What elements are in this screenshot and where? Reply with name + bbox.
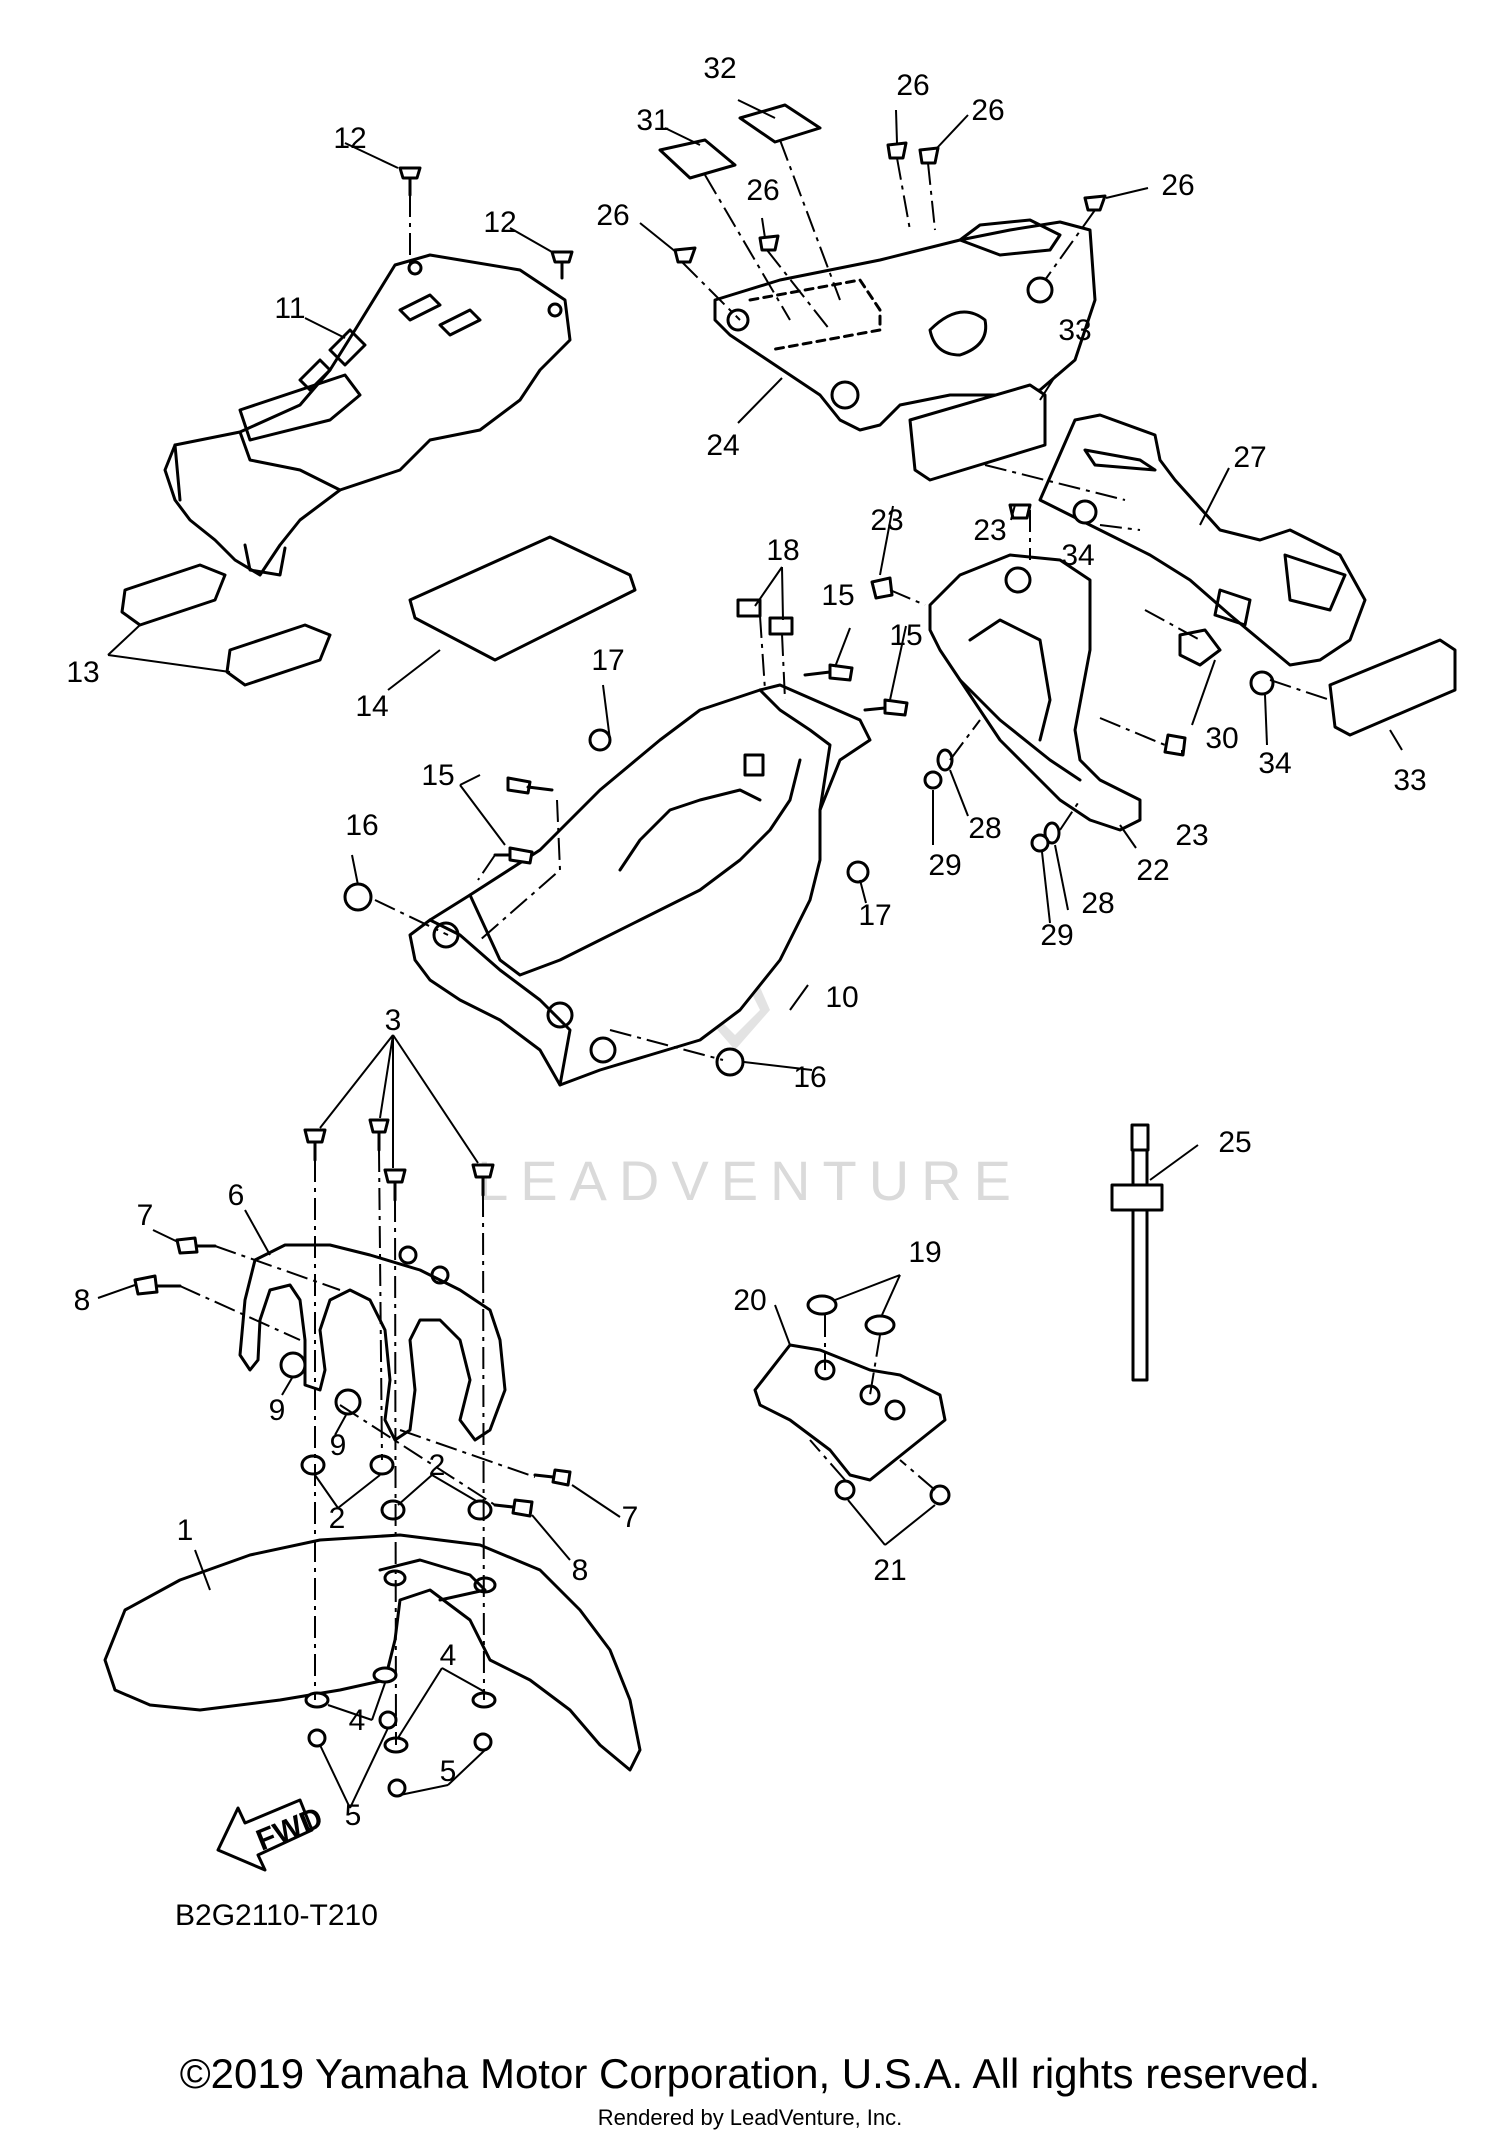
callout-14: 14 [355,690,388,723]
part-9-nuts[interactable] [279,1351,362,1416]
callout-9: 9 [269,1394,286,1427]
part-16-nuts[interactable] [343,882,745,1077]
part-11-seat-base[interactable] [163,253,572,577]
fwd-arrow-icon: FWD [216,1798,327,1872]
callout-12: 12 [483,206,516,239]
part-3-bolts[interactable] [303,1118,495,1202]
callout-7: 7 [137,1199,154,1232]
callout-26: 26 [971,94,1004,127]
callout-15: 15 [889,619,922,652]
callout-28: 28 [1081,887,1114,920]
part-31-sticker[interactable] [658,138,737,180]
part-13-pads[interactable] [120,563,332,687]
drawing-code: B2G2110-T210 [175,1899,378,1932]
part-19-grommets[interactable] [806,1294,896,1336]
callout-34: 34 [1061,539,1094,572]
part-26-bolts[interactable] [673,141,1107,264]
part-33-reflectors[interactable] [908,383,1457,737]
leader-lines [97,99,1403,1809]
part-18-clips[interactable] [736,598,794,636]
callout-33: 33 [1393,764,1426,797]
callout-23: 23 [1175,819,1208,852]
part-15-bolts[interactable] [493,663,909,865]
callout-24: 24 [706,429,739,462]
callout-33: 33 [1058,314,1091,347]
callout-17: 17 [591,644,624,677]
callout-31: 31 [636,104,669,137]
callout-8: 8 [74,1284,91,1317]
part-32-sticker[interactable] [738,103,822,144]
part-21-screws[interactable] [834,1479,951,1506]
callout-12: 12 [333,122,366,155]
callout-5: 5 [440,1755,457,1788]
part-25-cable-tie[interactable] [1110,1123,1164,1382]
callout-2: 2 [429,1449,446,1482]
callout-22: 22 [1136,854,1169,887]
callout-2: 2 [329,1502,346,1535]
callout-28: 28 [968,812,1001,845]
callout-23: 23 [973,514,1006,547]
callout-25: 25 [1218,1126,1251,1159]
callout-5: 5 [345,1799,362,1832]
part-4-washers[interactable] [304,1666,497,1754]
callout-15: 15 [821,579,854,612]
callout-11: 11 [274,292,305,325]
part-22-license-bracket[interactable] [928,553,1142,832]
part-28-washers[interactable] [936,748,1061,845]
copyright-notice: ©2019 Yamaha Motor Corporation, U.S.A. A… [179,2050,1321,2097]
callout-10: 10 [825,981,858,1014]
part-7-bolts[interactable] [175,1236,572,1487]
part-12-bolts[interactable] [398,166,574,280]
callout-26: 26 [746,174,779,207]
callout-4: 4 [349,1704,366,1737]
part-10-rear-fender[interactable] [408,683,872,1087]
part-6-fender-stay[interactable] [238,1243,507,1442]
watermark: LEADVENTURE [477,930,1023,1212]
callout-6: 6 [228,1179,245,1212]
callout-20: 20 [733,1284,766,1317]
callout-23: 23 [870,504,903,537]
callout-19: 19 [908,1236,941,1269]
part-27-reflector-bracket[interactable] [1038,413,1367,667]
part-5-nuts[interactable] [307,1710,493,1798]
callout-34: 34 [1258,747,1291,780]
part-34-nuts[interactable] [1072,499,1275,696]
part-1-front-fender[interactable] [103,1533,642,1772]
part-29-nuts[interactable] [923,770,1050,853]
part-8-bolts[interactable] [133,1274,534,1518]
part-24-rear-cover[interactable] [713,218,1097,432]
callout-26: 26 [596,199,629,232]
callout-27: 27 [1233,441,1266,474]
callout-16: 16 [793,1061,826,1094]
callout-26: 26 [896,69,929,102]
part-20-bracket[interactable] [753,1343,947,1482]
part-14-pad[interactable] [408,535,637,662]
callout-29: 29 [928,849,961,882]
callout-15: 15 [421,759,454,792]
callout-26: 26 [1161,169,1194,202]
callout-8: 8 [572,1554,589,1587]
callout-9: 9 [330,1429,347,1462]
part-30-grommet[interactable] [1178,628,1222,667]
callout-4: 4 [440,1639,457,1672]
callout-18: 18 [766,534,799,567]
callout-17: 17 [858,899,891,932]
callout-1: 1 [177,1514,194,1547]
callout-16: 16 [345,809,378,842]
callout-21: 21 [873,1554,906,1587]
callout-32: 32 [703,52,736,85]
watermark-text: LEADVENTURE [477,1149,1023,1212]
callout-30: 30 [1205,722,1238,755]
callout-29: 29 [1040,919,1073,952]
callout-3: 3 [385,1004,402,1037]
callout-13: 13 [66,656,99,689]
callout-7: 7 [622,1501,639,1534]
rendered-by-note: Rendered by LeadVenture, Inc. [597,2105,903,2130]
callout-labels: 1 2 2 3 4 4 5 5 6 7 7 8 8 9 9 10 11 12 1… [66,52,1426,1832]
assembly-lines [179,139,1331,1746]
